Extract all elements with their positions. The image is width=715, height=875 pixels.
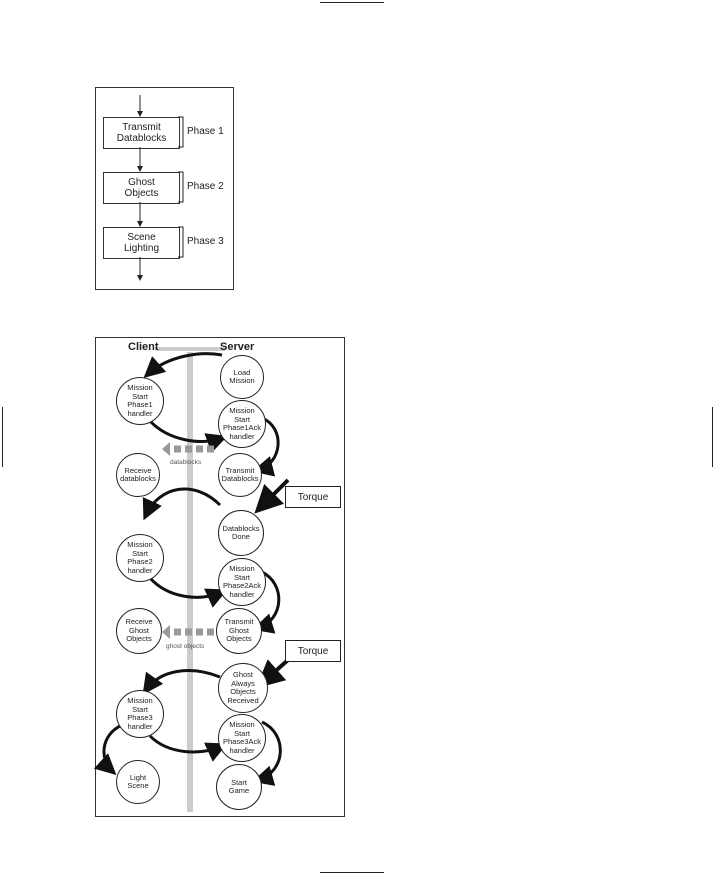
node-phase1-ack-handler: Mission Start Phase1Ack handler [218,400,266,448]
arrow-ack-to-start [252,720,282,786]
node-phase2-ack-handler: Mission Start Phase2Ack handler [218,558,266,606]
arrow-load-to-phase1 [143,352,223,379]
node-phase1-handler: Mission Start Phase1 handler [116,377,164,425]
node-phase3-ack-handler: Mission Start Phase3Ack handler [218,714,266,762]
arrow-phase3-to-light [93,723,123,776]
arrow-ghosts-head [162,625,170,639]
crop-mark-left [2,407,3,467]
phase-2-label: Phase 2 [187,181,224,192]
ghost-objects-flow-label: ghost objects [166,643,205,650]
phase-2-bracket [178,171,184,203]
arrow-datablocks-head [162,442,170,456]
node-receive-datablocks: Receive datablocks [116,453,160,497]
phase-3-label: Phase 3 [187,236,224,247]
client-column-header: Client [128,341,159,353]
node-light-scene: Light Scene [116,760,160,804]
arrow-phase1-to-ack [148,419,228,453]
torque-box-2: Torque [285,640,341,662]
arrow-phase2-to-ack [148,576,228,608]
torque-arrow-1 [254,478,290,514]
arrow-done-to-phase2 [142,487,222,521]
phase-1-label: Phase 1 [187,126,224,137]
node-load-mission: Load Mission [220,355,264,399]
torque-box-1: Torque [285,486,341,508]
arrow-received-to-phase3 [142,669,221,695]
step-scene-lighting: Scene Lighting [103,227,180,259]
node-phase2-handler: Mission Start Phase2 handler [116,534,164,582]
step-transmit-datablocks: Transmit Datablocks [103,117,180,149]
server-column-header: Server [220,341,255,353]
bottom-page-rule [320,872,384,873]
datablocks-flow-label: datablocks [170,459,202,466]
node-start-game: Start Game [216,764,262,810]
node-ghost-always-received: Ghost Always Objects Received [218,663,268,713]
node-transmit-ghost-objects: Transmit Ghost Objects [216,608,262,654]
node-receive-ghost-objects: Receive Ghost Objects [116,608,162,654]
top-page-rule [320,2,384,3]
node-transmit-datablocks: Transmit Datablocks [218,453,262,497]
phase-3-bracket [178,226,184,258]
arrow-phase3-to-ack [148,734,228,762]
crop-mark-right [712,407,713,467]
arrow-ack-to-transmit [252,416,280,477]
phase-1-bracket [178,116,184,148]
node-datablocks-done: Datablocks Done [218,510,264,556]
arrow-ack-to-transmit-ghosts [252,570,281,634]
node-phase3-handler: Mission Start Phase3 handler [116,690,164,738]
step-ghost-objects: Ghost Objects [103,172,180,204]
